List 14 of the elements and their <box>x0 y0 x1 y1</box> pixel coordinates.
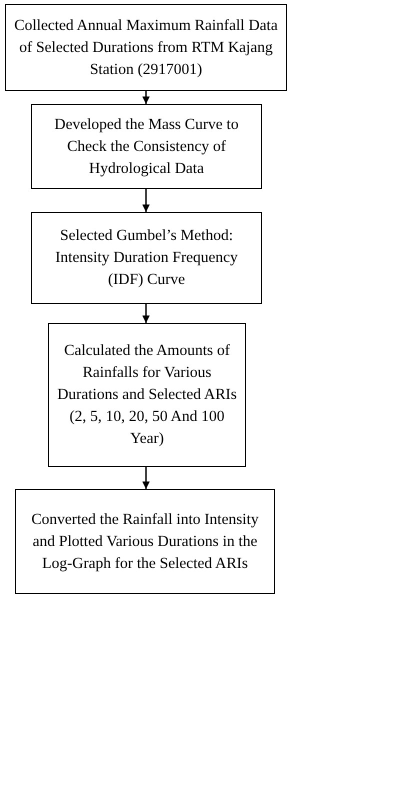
arrow <box>142 189 150 212</box>
process-box <box>5 4 287 91</box>
arrow <box>142 467 150 489</box>
step-text: Developed the Mass Curve to Check the Consistency of Hydrological Data <box>53 114 240 178</box>
process-box <box>15 489 275 594</box>
step-text: Selected Gumbel’s Method: Intensity Duration Frequency (IDF) Curve <box>54 226 239 290</box>
process-box <box>48 323 246 467</box>
process-box <box>31 212 262 304</box>
process-box <box>31 104 262 189</box>
step-text: Calculated the Amounts of Rainfalls for Various Durations and Selected ARIs (2, 5, 10, 20, 50 And 100 Year) <box>56 341 238 449</box>
arrow <box>142 91 150 104</box>
arrow <box>142 304 150 323</box>
step-text: Collected Annual Maximum Rainfall Data of Selected Durations from RTM Kajang Station (2917001) <box>13 16 279 80</box>
step-text: Converted the Rainfall into Intensity and Plotted Various Durations in the Log-Graph for the Selected ARIs <box>30 510 260 574</box>
